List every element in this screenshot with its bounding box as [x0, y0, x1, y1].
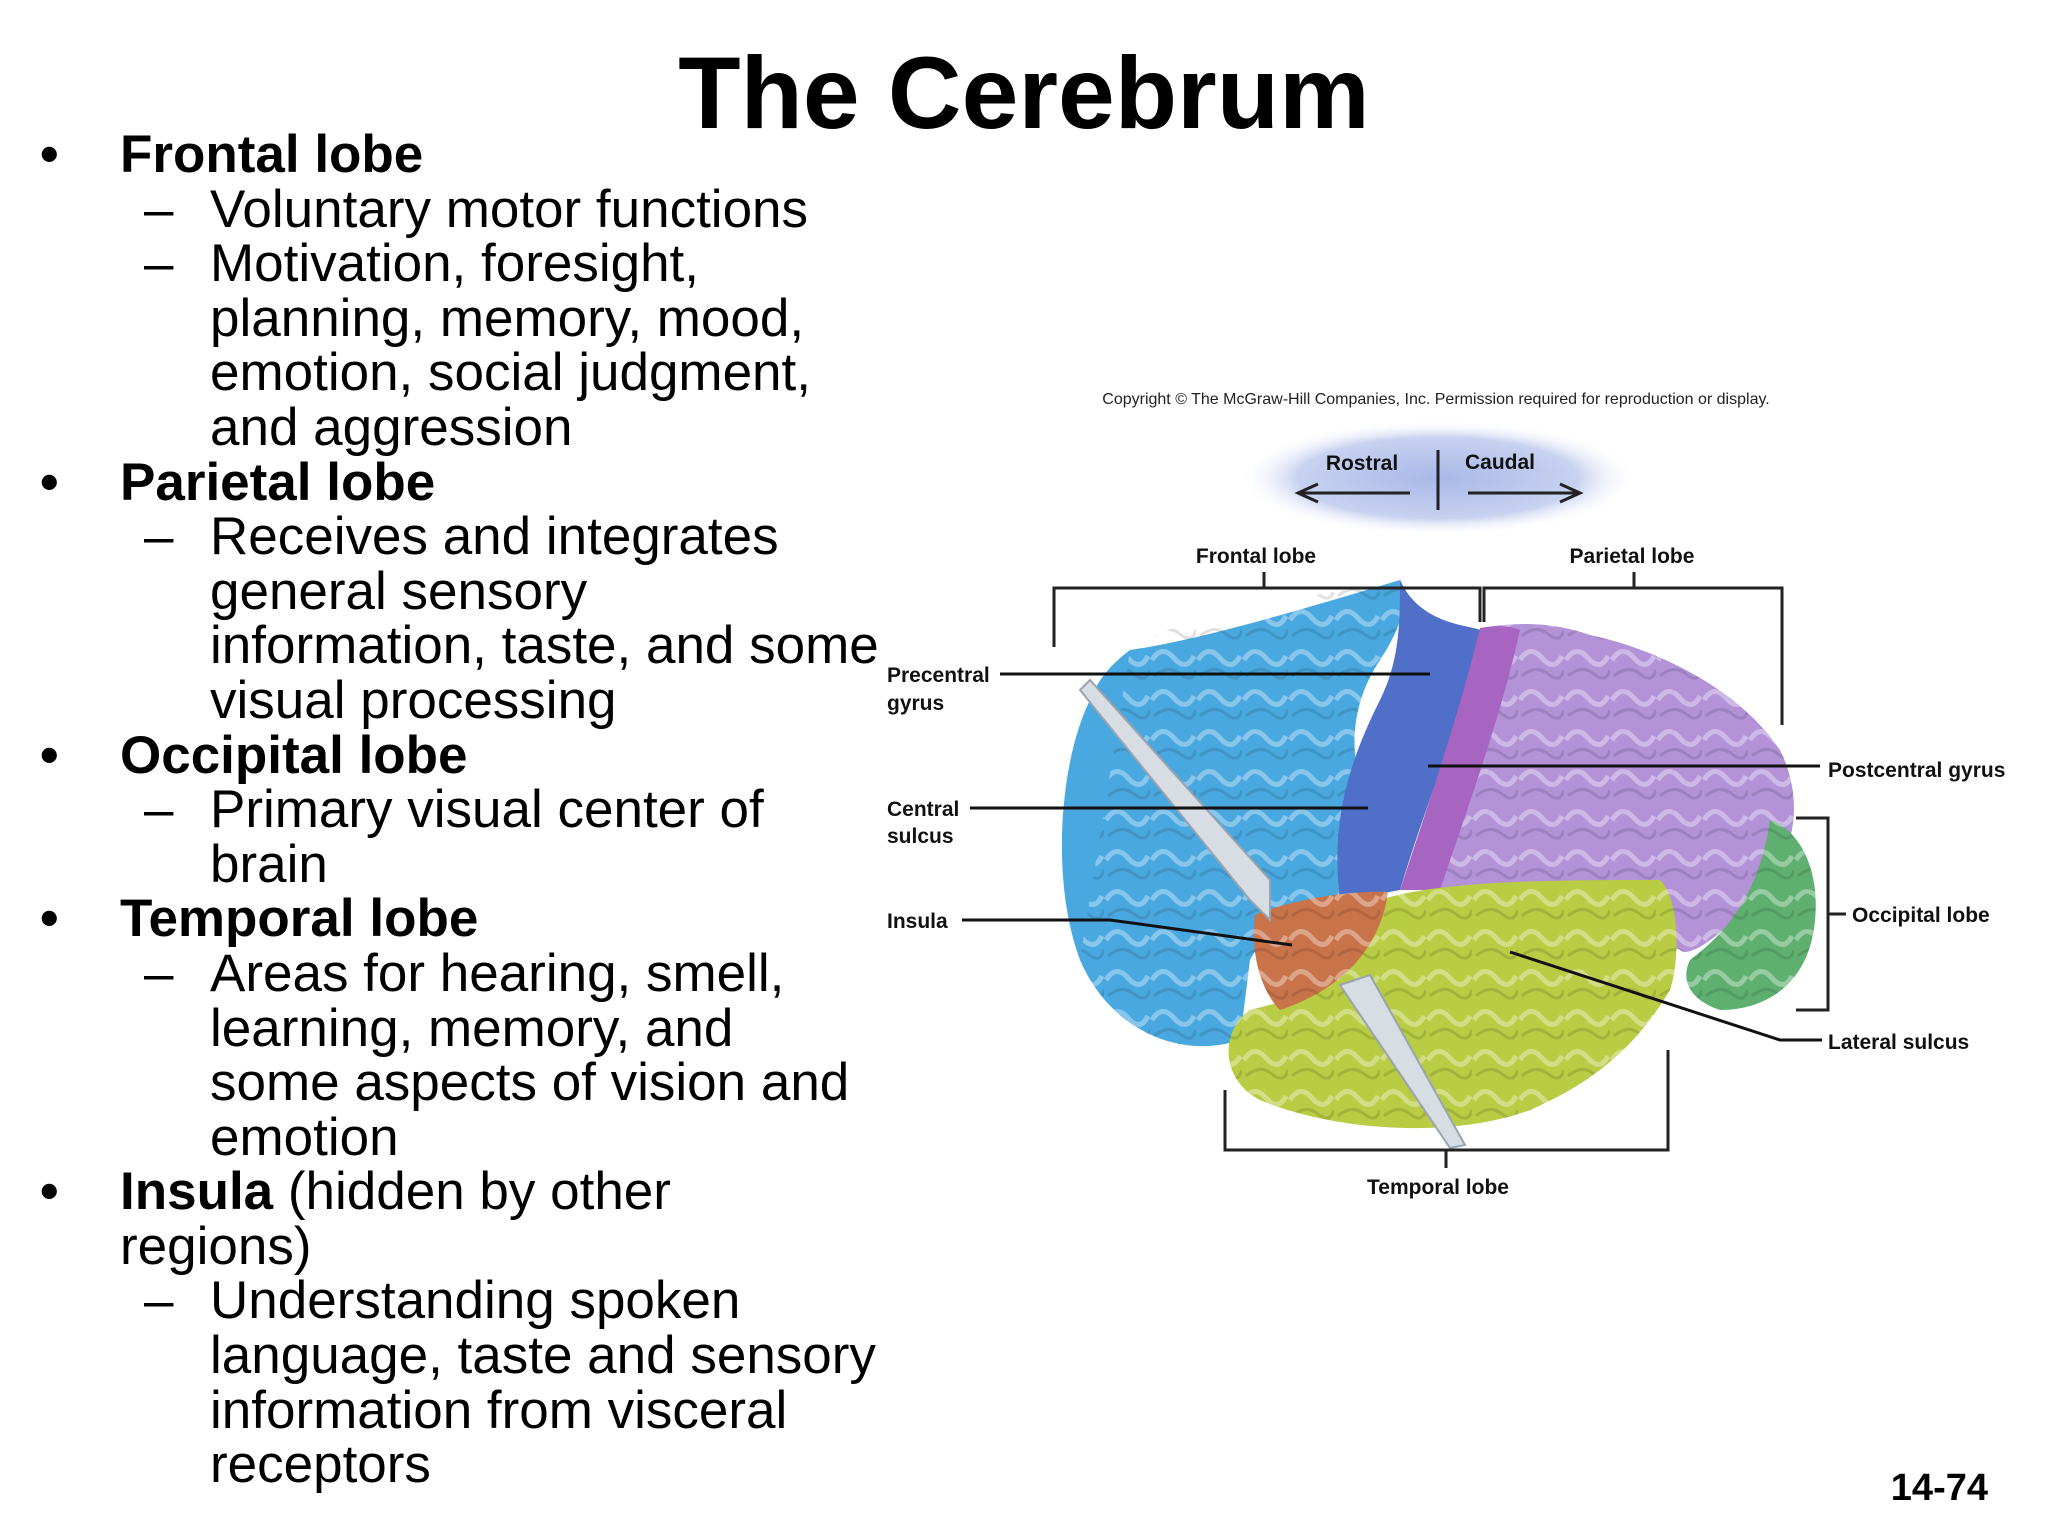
bullet-parietal-lobe: • Parietal lobe: [40, 452, 940, 512]
copyright-notice: Copyright © The McGraw-Hill Companies, I…: [1102, 391, 1769, 408]
central-sulcus-label: Central: [887, 798, 959, 821]
sub-bullet-line: Areas for hearing, smell,: [210, 943, 785, 1003]
dash-glyph: –: [144, 507, 174, 567]
insula-label: Insula: [887, 910, 948, 933]
dash-glyph: –: [144, 1271, 174, 1331]
sub-bullet-line: general sensory: [210, 561, 588, 621]
slide-number: 14-74: [1890, 1467, 1988, 1509]
retractor-upper: [1078, 678, 1271, 923]
lateral-sulcus-leader: [1509, 950, 1822, 1042]
insula-leader: [962, 918, 1293, 947]
temporal-lobe-label: Temporal lobe: [1367, 1176, 1509, 1199]
bullet-glyph: •: [40, 125, 59, 184]
sub-bullet: –Motivation, foresight,: [40, 234, 940, 294]
sub-bullet-line: emotion, social judgment,: [210, 343, 811, 403]
rostral-arrow-icon: [1294, 482, 1410, 504]
bullet-heading: Temporal lobe: [120, 889, 479, 949]
sub-bullet-line: Understanding spoken: [210, 1271, 741, 1331]
brain-illustration: [1061, 580, 1816, 1150]
bullet-heading-suffix: (hidden by other: [273, 1162, 671, 1222]
postcentral-gyrus-label: Postcentral gyrus: [1828, 759, 2005, 782]
sub-bullet: –Understanding spoken: [40, 1274, 940, 1329]
bullet-heading: Frontal lobe: [120, 125, 424, 184]
sub-bullet-line: and aggression: [210, 397, 573, 457]
caudal-label: Caudal: [1465, 451, 1535, 474]
bullet-heading-continuation: regions): [120, 1216, 312, 1276]
bullet-heading: Insula: [120, 1162, 274, 1222]
precentral-gyrus-region: [1337, 580, 1442, 900]
bullet-heading: Occipital lobe: [120, 725, 468, 785]
lateral-sulcus-label: Lateral sulcus: [1828, 1031, 1969, 1054]
temporal-lobe-bracket: [1223, 1050, 1670, 1168]
bullet-frontal-lobe: • Frontal lobe: [40, 125, 940, 184]
bullet-list: •Frontal lobe –Voluntary motor functions…: [40, 125, 940, 1495]
precentral-gyrus-label-2: gyrus: [887, 692, 944, 715]
sub-bullet-line: language, taste and sensory: [210, 1326, 876, 1386]
sub-bullet: –Areas for hearing, smell,: [40, 943, 940, 1003]
sub-bullet: –Receives and integrates: [40, 507, 940, 567]
sub-bullet-line: learning, memory, and: [210, 998, 734, 1058]
sub-bullet-line: receptors: [210, 1435, 431, 1495]
frontal-lobe-label: Frontal lobe: [1196, 545, 1316, 568]
caudal-arrow-icon: [1468, 482, 1584, 504]
parietal-lobe-bracket: [1482, 572, 1784, 725]
precentral-gyrus-label: Precentral: [887, 664, 990, 687]
bullet-heading: Parietal lobe: [120, 452, 436, 512]
central-sulcus-label-2: sulcus: [887, 825, 954, 848]
bullet-insula: • Insula (hidden by other: [40, 1162, 940, 1222]
sub-bullet-line: information, taste, and some: [210, 616, 879, 676]
sub-bullet-line: brain: [210, 834, 328, 894]
bullet-temporal-lobe: • Temporal lobe: [40, 892, 940, 947]
bullet-glyph: •: [40, 725, 59, 785]
bullet-glyph: •: [40, 1162, 59, 1222]
dash-glyph: –: [144, 943, 174, 1003]
dash-glyph: –: [144, 179, 174, 239]
slide-title: The Cerebrum: [678, 36, 1370, 150]
bullet-occipital-lobe: • Occipital lobe: [40, 725, 940, 785]
sub-bullet: –Primary visual center of: [40, 780, 940, 840]
occipital-lobe-label: Occipital lobe: [1852, 904, 1990, 927]
sub-bullet-line: information from visceral: [210, 1380, 788, 1440]
sub-bullet-line: Receives and integrates: [210, 507, 779, 567]
frontal-lobe-bracket: [1052, 572, 1482, 647]
dash-glyph: –: [144, 780, 174, 840]
sub-bullet-line: emotion: [210, 1107, 399, 1167]
sub-bullet-line: planning, memory, mood,: [210, 288, 805, 348]
bullet-glyph: •: [40, 452, 59, 512]
occipital-lobe-bracket: [1796, 816, 1846, 1012]
sub-bullet-line: visual processing: [210, 670, 617, 730]
sub-bullet-line: Primary visual center of: [210, 780, 764, 840]
dash-glyph: –: [144, 234, 174, 294]
retractor-lower: [1338, 973, 1467, 1150]
bullet-glyph: •: [40, 889, 59, 949]
sub-bullet: –Voluntary motor functions: [40, 179, 940, 239]
parietal-lobe-label: Parietal lobe: [1570, 545, 1695, 568]
sub-bullet-line: Motivation, foresight,: [210, 234, 700, 294]
sub-bullet-line: some aspects of vision and: [210, 1053, 850, 1113]
rostral-label: Rostral: [1326, 452, 1398, 475]
sub-bullet-line: Voluntary motor functions: [210, 179, 809, 239]
postcentral-gyrus-region: [1400, 626, 1520, 890]
